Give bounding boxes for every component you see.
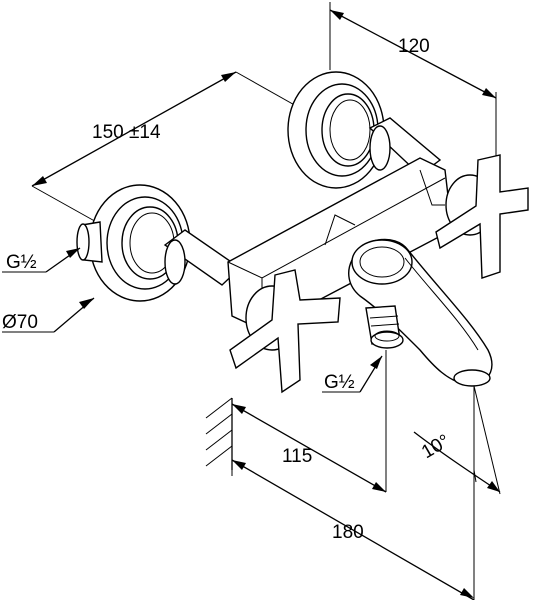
outlet-nipple [365, 305, 404, 349]
spout [348, 238, 493, 387]
dimension-label-angle: 10° [418, 431, 453, 464]
label-thread-left: G½ [6, 252, 37, 273]
label-diameter: Ø70 [2, 312, 38, 333]
leader-diameter [2, 297, 95, 333]
left-cross-handle [229, 269, 341, 394]
dimension-label-115: 115 [282, 446, 312, 467]
right-cross-handle [435, 154, 529, 279]
dimension-180 [231, 459, 475, 600]
leader-thread-outlet [322, 355, 383, 393]
extension-spout-angle [473, 385, 501, 495]
right-wall-flange [287, 71, 385, 189]
dimension-120 [329, 2, 497, 160]
dimension-label-150: 150 ±14 [92, 122, 161, 143]
label-thread-outlet: G½ [324, 372, 355, 393]
left-wall-flange [76, 184, 191, 302]
dimension-115 [231, 403, 387, 493]
dimension-label-180: 180 [332, 522, 364, 543]
dimension-label-120: 120 [398, 36, 430, 57]
dimension-angle [413, 431, 501, 493]
wall-hatch [205, 397, 233, 470]
leader-thread-left [2, 247, 81, 273]
